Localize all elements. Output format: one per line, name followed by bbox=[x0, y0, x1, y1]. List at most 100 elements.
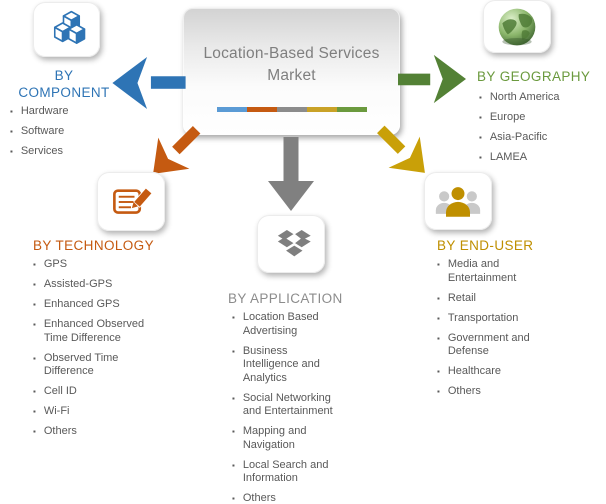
bullet-icon: ▪ bbox=[33, 387, 36, 396]
accent-stripe bbox=[216, 107, 367, 113]
bullet-icon: ▪ bbox=[479, 93, 482, 102]
list-item: ▪ Observed Time Difference bbox=[33, 352, 151, 379]
list-item-label: Local Search and Information bbox=[242, 458, 329, 485]
title-card: Location-Based Services Market bbox=[183, 8, 400, 135]
list-item: ▪ Local Search and Information bbox=[232, 459, 340, 486]
application-icon-card bbox=[257, 215, 325, 273]
list-item: ▪ Cell ID bbox=[33, 385, 151, 399]
arrow-to-geography bbox=[398, 54, 466, 104]
arrow-to-application bbox=[266, 137, 316, 213]
bullet-icon: ▪ bbox=[437, 293, 440, 303]
list-item-label: Business Intelligence and Analytics bbox=[242, 344, 320, 384]
component-list: ▪ Hardware ▪ Software ▪ Services bbox=[10, 105, 120, 165]
list-item-label: Europe bbox=[489, 111, 526, 123]
stripe-segment bbox=[246, 107, 277, 113]
list-item-label: North America bbox=[489, 91, 560, 103]
bullet-icon: ▪ bbox=[33, 353, 36, 363]
list-item: ▪ Hardware bbox=[10, 105, 120, 119]
component-heading: BY COMPONENT bbox=[18, 68, 110, 100]
arrow-to-end-user bbox=[361, 109, 444, 192]
list-item: ▪ Enhanced GPS bbox=[33, 298, 151, 312]
bullet-icon: ▪ bbox=[437, 387, 440, 396]
bullet-icon: ▪ bbox=[479, 153, 482, 162]
arrow-to-component bbox=[110, 57, 188, 109]
list-item: ▪Location Based Advertising bbox=[232, 311, 340, 338]
bullet-icon: ▪ bbox=[33, 300, 36, 309]
list-item-label: GPS bbox=[43, 258, 68, 270]
list-item-label: Government and Defense bbox=[447, 331, 530, 358]
bullet-icon: ▪ bbox=[33, 407, 36, 416]
list-item-label: LAMEA bbox=[489, 151, 528, 163]
list-item: ▪ Assisted-GPS bbox=[33, 278, 151, 292]
bullet-icon: ▪ bbox=[33, 320, 36, 329]
list-item: ▪ Software bbox=[10, 125, 120, 139]
technology-heading: BY TECHNOLOGY bbox=[33, 238, 154, 253]
list-item-label: Wi-Fi bbox=[43, 405, 70, 417]
list-item-label: Services bbox=[20, 145, 64, 157]
list-item: ▪ LAMEA bbox=[479, 151, 599, 165]
end-user-icon-card bbox=[424, 172, 492, 230]
bullet-icon: ▪ bbox=[232, 393, 235, 403]
edit-note-icon bbox=[108, 181, 154, 223]
stripe-segment bbox=[216, 107, 247, 113]
list-item-label: Hardware bbox=[20, 105, 69, 117]
list-item: ▪ Europe bbox=[479, 111, 599, 125]
bullet-icon: ▪ bbox=[33, 260, 36, 269]
list-item: ▪ Wi-Fi bbox=[33, 405, 151, 419]
list-item-label: Retail bbox=[447, 291, 476, 304]
list-item: ▪ Enhanced Observed Time Difference bbox=[33, 318, 151, 345]
list-item: ▪ GPS bbox=[33, 258, 151, 272]
list-item: ▪ Others bbox=[33, 425, 151, 439]
bullet-icon: ▪ bbox=[33, 427, 36, 436]
stripe-segment bbox=[306, 107, 337, 113]
list-item: ▪ North America bbox=[479, 91, 599, 105]
bullet-icon: ▪ bbox=[437, 313, 440, 323]
bullet-icon: ▪ bbox=[10, 147, 13, 156]
arrow-to-technology bbox=[133, 110, 216, 193]
list-item-label: Cell ID bbox=[43, 385, 77, 397]
list-item: ▪ Government and Defense bbox=[437, 332, 539, 359]
bullet-icon: ▪ bbox=[479, 113, 482, 122]
component-icon-card bbox=[33, 2, 100, 57]
list-item-label: Observed Time Difference bbox=[43, 351, 119, 378]
list-item: ▪Healthcare bbox=[437, 365, 539, 379]
list-item: ▪Asia-Pacific bbox=[479, 131, 599, 145]
list-item-label: Social Networking and Entertainment bbox=[242, 391, 333, 418]
list-item: ▪ Retail bbox=[437, 292, 539, 306]
bullet-icon: ▪ bbox=[232, 427, 235, 436]
globe-icon bbox=[495, 5, 539, 49]
bullet-icon: ▪ bbox=[232, 460, 235, 470]
bullet-icon: ▪ bbox=[10, 127, 13, 136]
bullet-icon: ▪ bbox=[232, 494, 235, 503]
bullet-icon: ▪ bbox=[33, 280, 36, 289]
cubes-icon bbox=[44, 9, 90, 51]
list-item: ▪ Services bbox=[10, 145, 120, 159]
list-item-label: Media and Entertainment bbox=[447, 258, 517, 284]
bullet-icon: ▪ bbox=[10, 107, 13, 116]
end-user-heading: BY END-USER bbox=[437, 238, 534, 253]
list-item: ▪ Transportation bbox=[437, 312, 539, 326]
list-item-label: Assisted-GPS bbox=[43, 278, 113, 290]
list-item-label: Others bbox=[43, 425, 77, 437]
list-item-label: Enhanced GPS bbox=[43, 298, 120, 310]
bullet-icon: ▪ bbox=[437, 333, 440, 343]
technology-icon-card bbox=[97, 172, 165, 231]
geography-list: ▪North America▪Europe▪Asia-Pacific▪LAMEA bbox=[479, 91, 599, 171]
stripe-segment bbox=[276, 107, 307, 113]
list-item: ▪Others bbox=[232, 492, 340, 504]
list-item-label: Transportation bbox=[447, 311, 519, 324]
list-item-label: Healthcare bbox=[447, 365, 502, 377]
bullet-icon: ▪ bbox=[232, 346, 235, 356]
list-item-label: Mapping and Navigation bbox=[242, 425, 307, 451]
application-heading: BY APPLICATION bbox=[228, 291, 343, 306]
list-item: ▪ Media and Entertainment bbox=[437, 258, 539, 285]
geography-icon-card bbox=[483, 0, 551, 53]
list-item: ▪ Mapping and Navigation bbox=[232, 425, 340, 452]
bullet-icon: ▪ bbox=[479, 133, 482, 142]
list-item-label: Enhanced Observed Time Difference bbox=[43, 318, 145, 344]
list-item-label: Location Based Advertising bbox=[242, 311, 319, 337]
application-list: ▪Location Based Advertising▪Business Int… bbox=[232, 311, 340, 504]
list-item-label: Software bbox=[20, 125, 65, 137]
bullet-icon: ▪ bbox=[437, 260, 440, 269]
